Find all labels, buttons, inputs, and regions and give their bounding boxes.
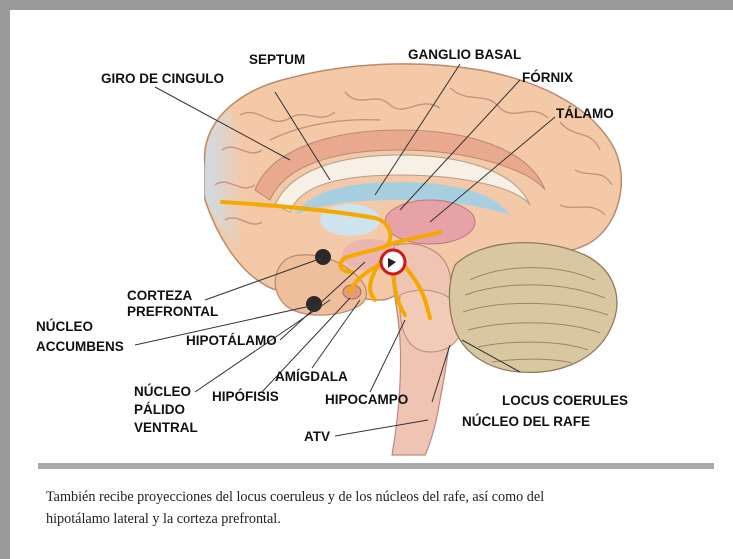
caption-line-1: También recibe proyecciones del locus co… [46, 486, 686, 508]
vta-marker [381, 250, 405, 274]
label-corteza-prefrontal-1: CORTEZA [127, 288, 192, 303]
label-hipocampo: HIPOCAMPO [325, 392, 408, 407]
label-nucleo-palido-1: NÚCLEO [134, 384, 191, 399]
label-nucleo-del-rafe: NÚCLEO DEL RAFE [462, 414, 590, 429]
label-nucleo-accumbens-2: ACCUMBENS [36, 339, 124, 354]
label-talamo: TÁLAMO [556, 106, 614, 121]
divider-bar [38, 463, 714, 469]
label-giro-de-cingulo: GIRO DE CINGULO [101, 71, 224, 86]
septum-area [320, 204, 380, 236]
label-atv: ATV [304, 429, 330, 444]
label-locus-coerules: LOCUS COERULES [502, 393, 628, 408]
label-fornix: FÓRNIX [522, 70, 573, 85]
caption-text: También recibe proyecciones del locus co… [46, 486, 686, 530]
label-hipofisis: HIPÓFISIS [212, 389, 279, 404]
caption-line-2: hipotálamo lateral y la corteza prefront… [46, 508, 686, 530]
label-corteza-prefrontal-2: PREFRONTAL [127, 304, 218, 319]
label-nucleo-palido-2: PÁLIDO [134, 402, 185, 417]
label-ganglio-basal: GANGLIO BASAL [408, 47, 521, 62]
nucleus-accumbens-dot [315, 249, 331, 265]
label-amigdala: AMÍGDALA [275, 369, 348, 384]
label-nucleo-accumbens-1: NÚCLEO [36, 319, 93, 334]
brain-diagram: GIRO DE CINGULO SEPTUM GANGLIO BASAL FÓR… [0, 0, 733, 460]
cerebellum [449, 243, 617, 373]
label-septum: SEPTUM [249, 52, 305, 67]
label-hipotalamo: HIPOTÁLAMO [186, 333, 277, 348]
label-nucleo-palido-3: VENTRAL [134, 420, 198, 435]
